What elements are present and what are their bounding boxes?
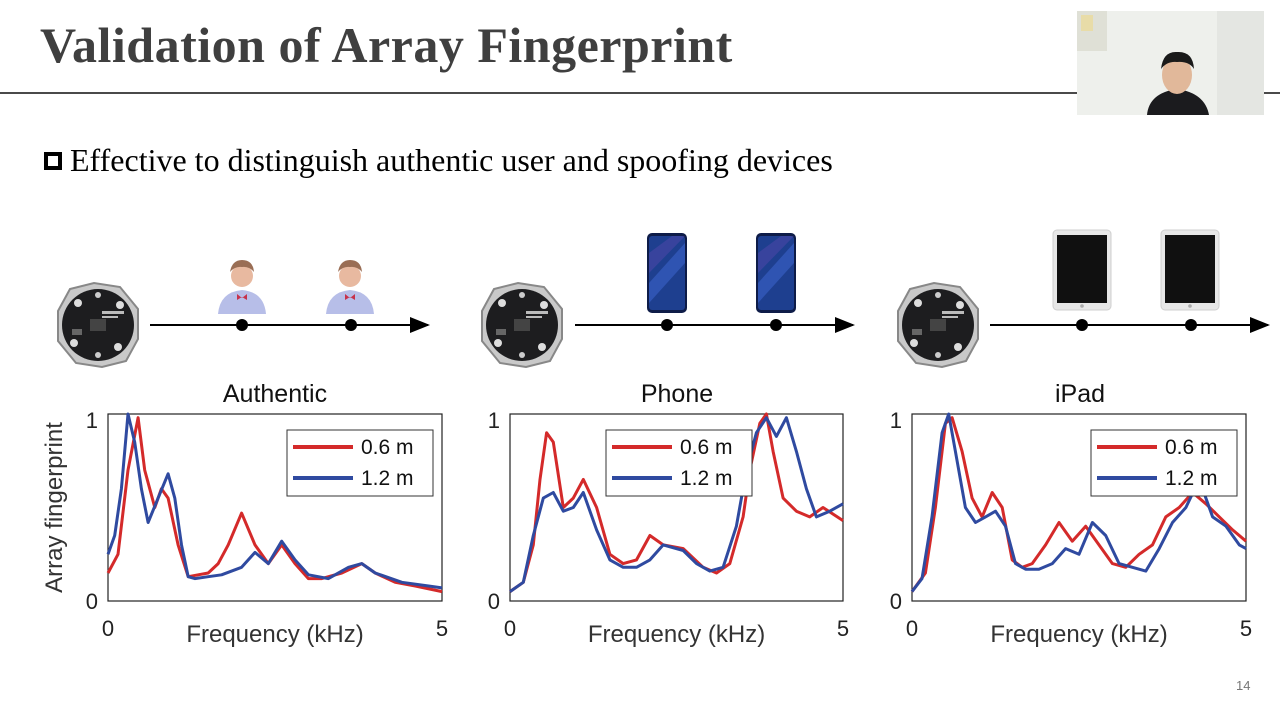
x-tick-label: 0 (906, 616, 918, 641)
position-marker (770, 319, 782, 331)
phone-icon (647, 233, 687, 313)
webcam-overlay (1077, 11, 1264, 115)
legend-label: 1.2 m (1165, 467, 1218, 490)
y-tick-label: 0 (890, 589, 902, 614)
bullet-square-icon (44, 151, 62, 170)
legend: 0.6 m 1.2 m (1090, 429, 1238, 497)
device-scenes (57, 229, 1270, 368)
x-axis-label: Frequency (kHz) (588, 621, 765, 648)
position-marker (1185, 319, 1197, 331)
legend-label: 0.6 m (680, 436, 733, 459)
x-axis-label: Frequency (kHz) (990, 621, 1167, 648)
series-line (509, 416, 844, 593)
position-marker (345, 319, 357, 331)
legend-label: 0.6 m (361, 436, 414, 459)
chart-title: Authentic (223, 380, 327, 408)
position-marker (236, 319, 248, 331)
respeaker-board-icon (57, 282, 139, 368)
chart-title: iPad (1055, 380, 1105, 408)
y-tick-label: 1 (86, 408, 98, 433)
bullet-item: Effective to distinguish authentic user … (44, 142, 833, 179)
device-scene (897, 229, 1270, 368)
series-line (106, 412, 443, 590)
legend-label: 0.6 m (1165, 436, 1218, 459)
legend-label: 1.2 m (680, 467, 733, 490)
x-tick-label: 0 (504, 616, 516, 641)
page-number: 14 (1236, 678, 1251, 693)
x-tick-label: 5 (436, 616, 448, 641)
device-scene (481, 233, 855, 368)
y-tick-label: 1 (890, 408, 902, 433)
series-line (910, 412, 1247, 593)
legend-box (605, 429, 753, 497)
position-marker (661, 319, 673, 331)
position-marker (1076, 319, 1088, 331)
plot-frame (509, 413, 844, 602)
plot-frame (107, 413, 443, 602)
phone-icon (756, 233, 796, 313)
y-tick-label: 0 (86, 589, 98, 614)
x-tick-label: 5 (837, 616, 849, 641)
legend: 0.6 m 1.2 m (605, 429, 753, 497)
respeaker-board-icon (481, 282, 563, 368)
legend-box (286, 429, 434, 497)
title-divider (0, 92, 1280, 94)
person-icon (326, 260, 374, 314)
x-tick-label: 0 (102, 616, 114, 641)
person-icon (218, 260, 266, 314)
x-tick-label: 5 (1240, 616, 1252, 641)
y-axis-label: Array fingerprint (41, 422, 68, 593)
plot-frame (911, 413, 1247, 602)
legend: 0.6 m 1.2 m (286, 429, 434, 497)
device-scene (57, 260, 430, 368)
legend-label: 1.2 m (361, 467, 414, 490)
series-line (910, 416, 1247, 593)
slide-title: Validation of Array Fingerprint (40, 17, 733, 73)
x-axis-label: Frequency (kHz) (186, 621, 363, 648)
y-tick-label: 1 (488, 408, 500, 433)
respeaker-board-icon (897, 282, 979, 368)
y-tick-label: 0 (488, 589, 500, 614)
ipad-icon (1160, 229, 1220, 311)
legend-box (1090, 429, 1238, 497)
chart-title: Phone (641, 380, 713, 408)
presenter-video-image (1077, 11, 1264, 115)
bullet-text: Effective to distinguish authentic user … (70, 142, 833, 178)
ipad-icon (1052, 229, 1112, 311)
